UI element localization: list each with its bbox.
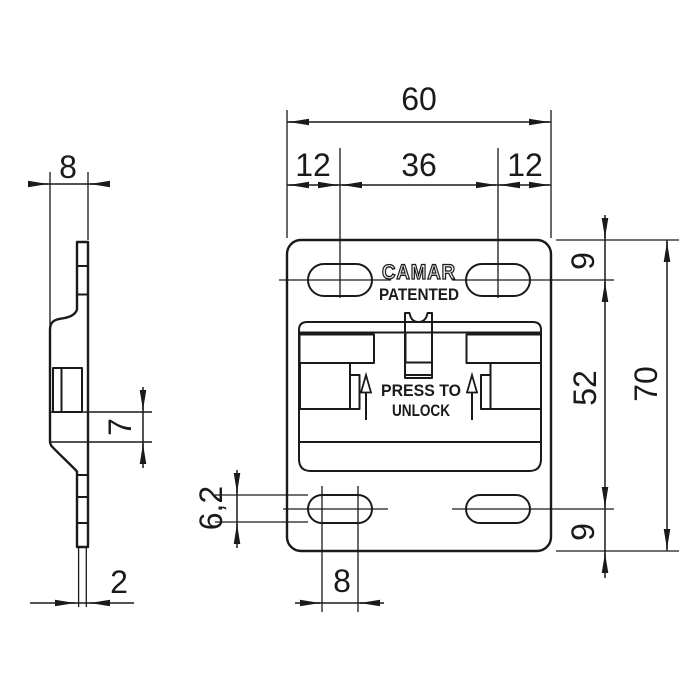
dim-top-edge-to-slot: 9: [565, 252, 601, 270]
dim-total-width: 60: [401, 81, 437, 117]
press-to-text: PRESS TO: [381, 381, 461, 400]
left-latch-window: [299, 362, 351, 410]
dim-bottom-edge-to-slot: 9: [565, 523, 601, 541]
press-up-arrow-left: [359, 371, 373, 420]
side-profile-detail-lines: [50, 265, 152, 607]
center-tab-pad: [404, 331, 433, 364]
center-tab: [404, 312, 433, 379]
right-latch-step: [480, 374, 491, 410]
dim-profile-depth: 8: [59, 149, 77, 185]
plate-body: [285, 238, 553, 553]
dim-slot-center-spacing: 36: [401, 147, 437, 183]
front-view: CAMAR PATENTED PRESS TO UNLOCK: [285, 238, 553, 553]
dim-material-thickness: 2: [110, 564, 128, 600]
extension-and-center-lines: [49, 110, 679, 612]
brand-logo-text: CAMAR: [382, 261, 456, 284]
dim-left-slot-offset: 12: [295, 147, 331, 183]
side-profile-outline: [48, 240, 90, 549]
inner-panel: [298, 321, 542, 472]
unlock-text: UNLOCK: [392, 401, 451, 420]
press-up-arrow-right: [465, 371, 479, 420]
dim-total-height: 70: [628, 366, 664, 402]
dim-slot-arc-spacing: 8: [333, 563, 351, 599]
side-latch-window: [52, 367, 83, 413]
dimension-lines: [28, 118, 671, 607]
side-view: [48, 240, 152, 607]
dimension-labels: 60 12 36 12 8 7 2 6,2 8 9 52 9 70: [59, 81, 664, 600]
dim-latch-drop: 7: [102, 418, 138, 436]
right-latch-window: [489, 362, 542, 410]
dim-right-slot-offset: 12: [507, 147, 543, 183]
right-latch-pad: [465, 333, 542, 364]
dim-slot-height: 6,2: [193, 486, 229, 530]
left-latch-pad: [298, 333, 375, 364]
dim-slot-row-spacing: 52: [567, 370, 603, 406]
side-sheet-edge-lines: [77, 547, 87, 607]
patented-text: PATENTED: [379, 286, 459, 304]
left-latch-step: [350, 374, 361, 410]
